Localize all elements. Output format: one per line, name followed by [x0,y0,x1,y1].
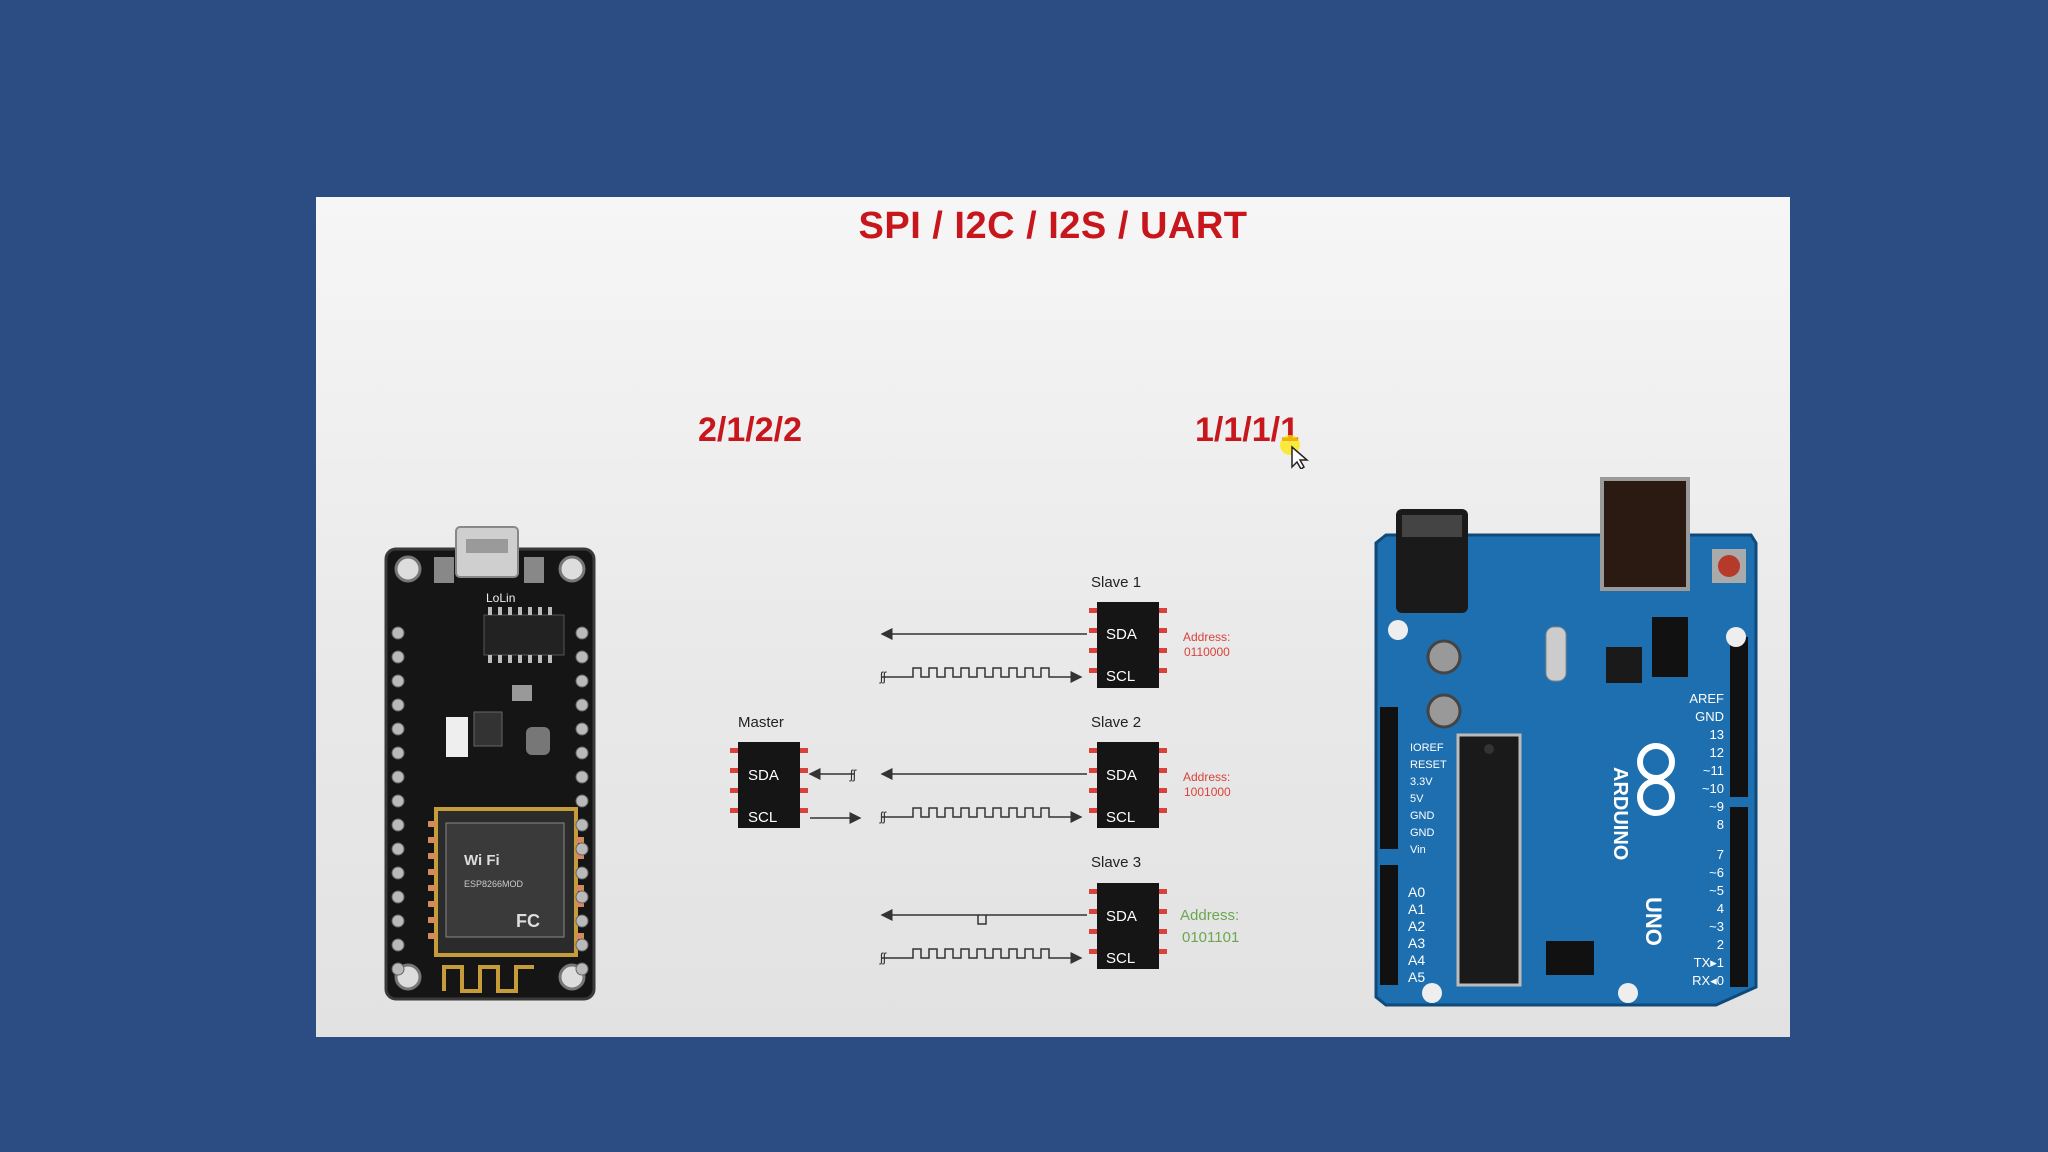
svg-text:A2: A2 [1408,918,1425,934]
svg-text:3.3V: 3.3V [1410,776,1433,788]
slave-2-sda-pin: SDA [1106,767,1137,784]
master-label: Master [738,714,784,731]
slave-3-address: 0101101 [1182,929,1239,946]
svg-text:RX◂0: RX◂0 [1692,973,1724,988]
svg-text:13: 13 [1710,727,1724,742]
nodemcu-board: LoLin Wi Fi ESP8266MOD FC [386,527,594,999]
slave-1-sda-pin: SDA [1106,626,1137,643]
svg-text:TX▸1: TX▸1 [1694,955,1724,970]
svg-text:12: 12 [1710,745,1724,760]
slave-1-address-label: Address: [1183,630,1230,644]
slave-3-sda-pin: SDA [1106,908,1137,925]
slave-1-scl-pin: SCL [1106,668,1135,685]
svg-text:~10: ~10 [1702,781,1724,796]
arduino-brand-label: ARDUINO [1609,767,1631,860]
svg-text:RESET: RESET [1410,759,1447,771]
svg-text:~6: ~6 [1709,865,1724,880]
svg-text:ʃʃ: ʃʃ [879,809,887,824]
svg-text:2: 2 [1717,937,1724,952]
svg-text:~5: ~5 [1709,883,1724,898]
mouse-cursor-icon [1280,435,1310,469]
svg-text:AREF: AREF [1689,691,1724,706]
svg-text:A1: A1 [1408,901,1425,917]
master-sda-pin: SDA [748,767,779,784]
svg-text:A0: A0 [1408,884,1425,900]
nodemcu-lolin-label: LoLin [486,591,515,605]
svg-text:GND: GND [1410,827,1435,839]
slave-3-scl-pin: SCL [1106,950,1135,967]
slave-1-address: 0110000 [1184,645,1230,659]
arduino-uno-label: UNO [1641,897,1666,946]
slide-graphics: LoLin Wi Fi ESP8266MOD FC Master SDA SCL… [316,197,1790,1037]
slave-3-address-label: Address: [1180,907,1239,924]
arduino-uno-board: UNO ARDUINO IOREF RESET 3.3V 5V GND GND … [1376,479,1756,1005]
svg-text:A3: A3 [1408,935,1425,951]
svg-text:A5: A5 [1408,969,1425,985]
svg-text:ʃʃ: ʃʃ [879,669,887,684]
nodemcu-wifi-logo: Wi Fi [464,852,500,869]
svg-text:5V: 5V [1410,793,1424,805]
svg-text:8: 8 [1717,817,1724,832]
master-scl-pin: SCL [748,809,777,826]
svg-text:Vin: Vin [1410,844,1426,856]
svg-text:IOREF: IOREF [1410,742,1444,754]
svg-text:~9: ~9 [1709,799,1724,814]
slave-2-address: 1001000 [1184,785,1231,799]
arduino-analog-pin-labels: A0 A1 A2 A3 A4 A5 [1408,884,1425,985]
presentation-slide: SPI / I2C / I2S / UART 2/1/2/2 1/1/1/1 [316,197,1790,1037]
slave-2-label: Slave 2 [1091,714,1141,731]
nodemcu-fc-mark: FC [516,911,540,931]
nodemcu-module-label: ESP8266MOD [464,879,524,889]
svg-text:ʃʃ: ʃʃ [879,950,887,965]
slave-2-scl-pin: SCL [1106,809,1135,826]
svg-text:ʃʃ: ʃʃ [849,767,857,782]
svg-text:GND: GND [1695,709,1724,724]
svg-text:GND: GND [1410,810,1435,822]
svg-text:A4: A4 [1408,952,1425,968]
slave-1-label: Slave 1 [1091,574,1141,591]
slave-2-address-label: Address: [1183,770,1230,784]
svg-text:~3: ~3 [1709,919,1724,934]
svg-text:~11: ~11 [1703,763,1724,778]
svg-text:4: 4 [1717,901,1724,916]
slave-3-label: Slave 3 [1091,854,1141,871]
i2c-bus-diagram: Master SDA SCL ʃʃ Slave 1 SDA SCL ʃʃ [730,574,1239,969]
svg-text:7: 7 [1717,847,1724,862]
